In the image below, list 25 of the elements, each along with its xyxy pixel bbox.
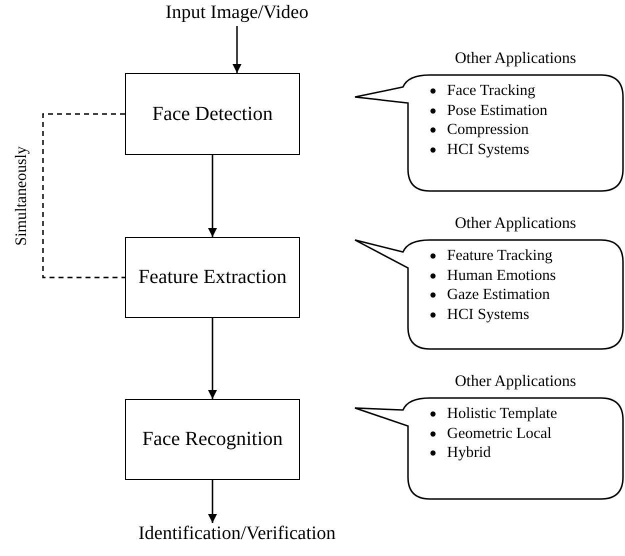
bullet-item: Holistic Template (447, 405, 558, 422)
terminal-text: Input Image/Video (137, 2, 337, 26)
bullet-item: Pose Estimation (447, 102, 548, 118)
bullet-item: Feature Tracking (447, 247, 552, 264)
bullet-item: Human Emotions (447, 266, 556, 284)
terminal-text: Identification/Verification (107, 523, 367, 547)
arrow (208, 318, 217, 399)
bullet-item: Face Tracking (447, 82, 536, 99)
dashed-connector (42, 113, 125, 278)
bullet-item: Gaze Estimation (447, 286, 550, 303)
process-box: Feature Extraction (125, 237, 300, 318)
arrow (232, 26, 242, 73)
bullet-item: Compression (447, 121, 529, 138)
bullet-item: HCI Systems (447, 140, 530, 158)
bullet-item: Geometric Local (447, 424, 552, 442)
callout-heading: Other Applications (454, 215, 578, 233)
edge-label: Simultaneously (12, 144, 31, 248)
bullet-item: HCI Systems (447, 306, 530, 322)
process-box: Face Recognition (125, 399, 300, 480)
arrow (208, 155, 217, 237)
callout-heading: Other Applications (454, 50, 578, 68)
arrow (208, 480, 217, 523)
bullet-item: Hybrid (447, 444, 491, 461)
process-box: Face Detection (125, 73, 300, 155)
callout-heading: Other Applications (454, 373, 578, 391)
